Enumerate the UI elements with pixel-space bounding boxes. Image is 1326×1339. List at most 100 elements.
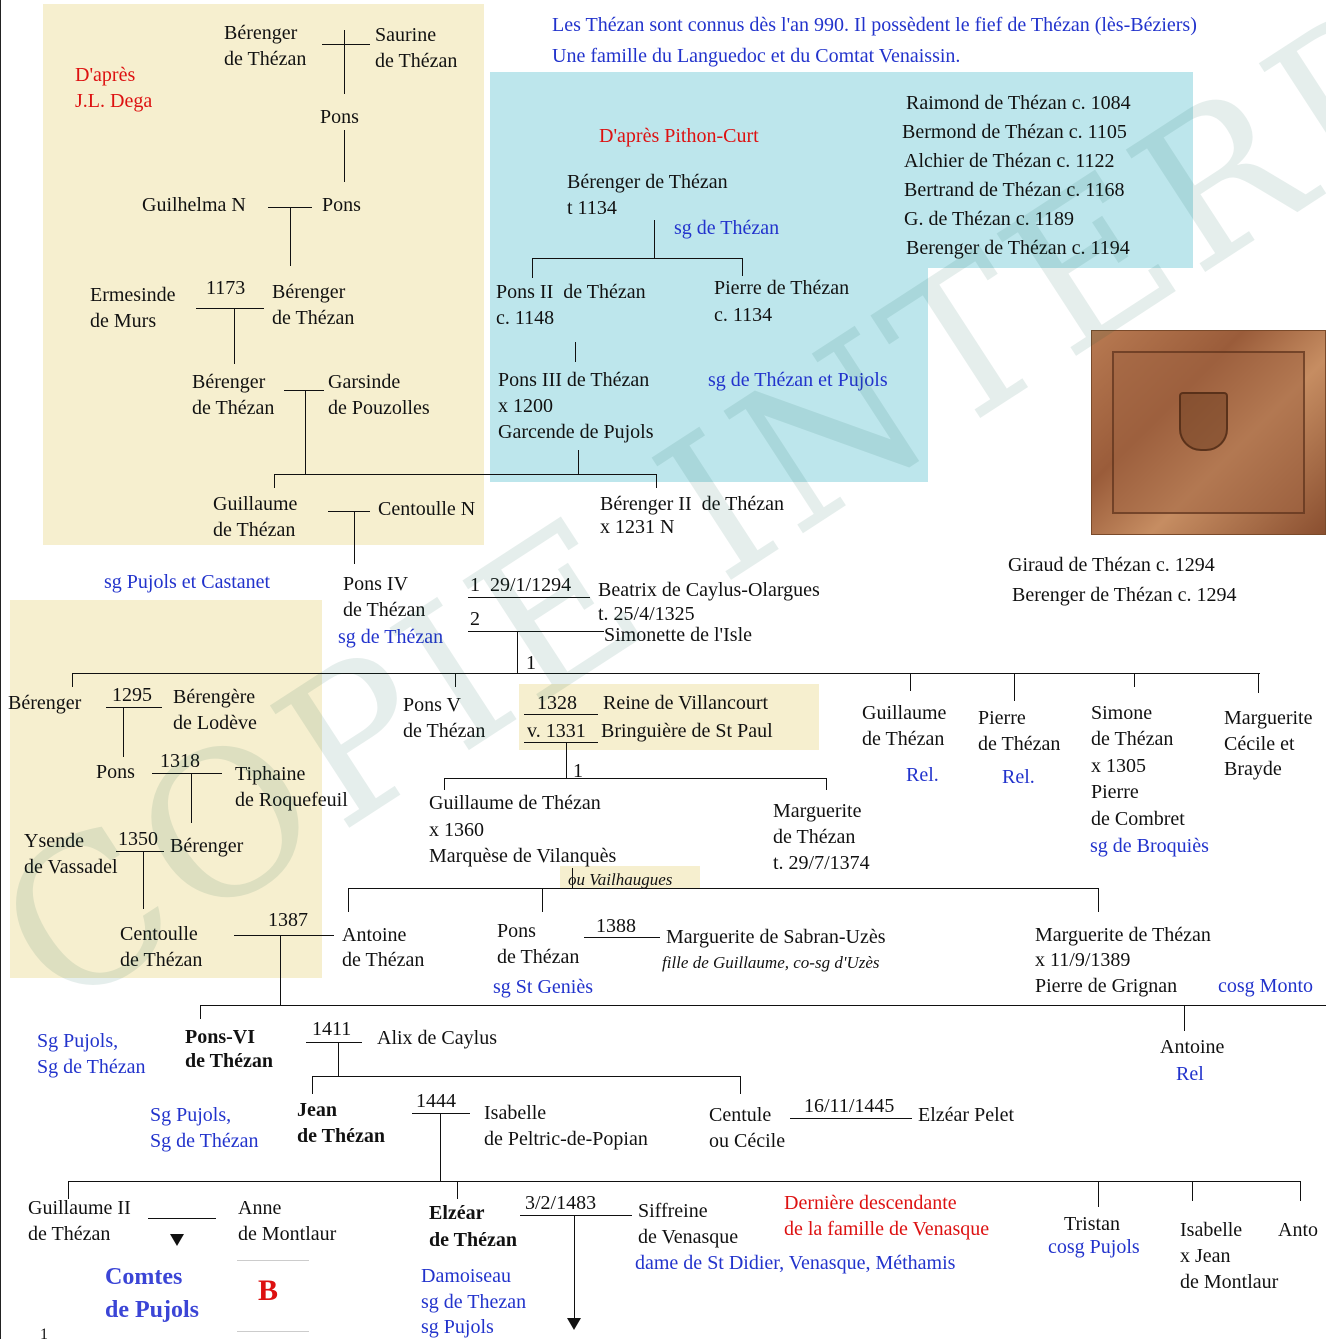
descent-line — [656, 474, 657, 488]
descent-line — [143, 851, 144, 909]
source-pithon: D'après Pithon-Curt — [599, 125, 759, 147]
note-derniere: Dernière descendante — [784, 1192, 957, 1214]
person-antoine-a: Antoine — [342, 924, 407, 946]
marriage-line — [790, 1118, 912, 1119]
person-berenger-ii: Bérenger II de Thézan — [600, 493, 784, 515]
person-marguerite-sabran: Marguerite de Sabran-Uzès — [666, 926, 886, 948]
cyan-item-1: Raimond de Thézan c. 1084 — [906, 92, 1131, 114]
person-pons-v: Pons V — [403, 694, 461, 716]
descent-line — [575, 342, 576, 362]
descent-line — [312, 1076, 313, 1094]
person-centoulle-1387-2: de Thézan — [120, 949, 203, 971]
branch-letter: B — [258, 1274, 279, 1307]
descent-line — [274, 474, 275, 488]
lordship-label: Sg de Thézan — [150, 1130, 259, 1152]
person-berenger-c-2: de Thézan — [192, 397, 275, 419]
pithon-panel-top — [490, 72, 1193, 268]
descent-line — [354, 512, 355, 564]
descent-line — [1014, 673, 1015, 701]
descent-line — [191, 773, 192, 823]
marriage-line — [284, 390, 324, 391]
sibling-line — [444, 778, 826, 779]
descent-line — [742, 258, 743, 276]
cyan-item-6: Berenger de Thézan c. 1194 — [906, 237, 1130, 259]
marriage-line — [234, 935, 334, 936]
person-pons-iv: Pons IV — [343, 573, 409, 595]
descent-line — [305, 390, 306, 474]
descent-line — [444, 778, 445, 790]
marriage-line — [106, 707, 162, 708]
person-beatrix-2: t. 25/4/1325 — [598, 603, 695, 625]
person-siffreine: Siffreine — [638, 1200, 708, 1222]
person-berengere-2: de Lodève — [173, 712, 257, 734]
person-centule: Centule — [709, 1104, 772, 1126]
person-guillaume-1360-3: Marquèse de Vilanquès — [429, 845, 617, 867]
descent-line — [740, 1076, 741, 1094]
person-berengere: Bérengère — [173, 686, 256, 708]
person-centule-2: ou Cécile — [709, 1130, 786, 1152]
person-jean-2: de Thézan — [297, 1125, 385, 1147]
person-giraud: Giraud de Thézan c. 1294 — [1008, 554, 1215, 576]
person-centoulle-1387: Centoulle — [120, 923, 198, 945]
person-pons-iv-2: de Thézan — [343, 599, 426, 621]
person-pons-iii-2: x 1200 — [498, 395, 553, 417]
reine-highlight — [519, 684, 819, 750]
person-tiphaine-2: de Roquefeuil — [235, 789, 348, 811]
religious-label: Rel. — [1002, 766, 1035, 788]
source-dega-1: D'après — [75, 64, 136, 86]
year-1350: 1350 — [118, 828, 158, 850]
person-pons-v-2: de Thézan — [403, 720, 486, 742]
person-berenger-c: Bérenger — [192, 371, 266, 393]
person-berenger-1350: Bérenger — [170, 835, 244, 857]
descent-line — [517, 631, 518, 673]
person-simone: Simone — [1091, 702, 1153, 724]
lordship-label: cosg Monto — [1218, 975, 1313, 997]
header-line-1: Les Thézan sont connus dès l'an 990. Il … — [552, 14, 1197, 36]
person-isabelle-p-2: de Peltric-de-Popian — [484, 1128, 648, 1150]
person-reine-2: Bringuière de St Paul — [601, 720, 773, 742]
marriage-line — [116, 851, 164, 852]
person-simone-4: Pierre — [1091, 781, 1139, 803]
person-guillaume-1360-2: x 1360 — [429, 819, 484, 841]
year-1295: 1295 — [112, 684, 152, 706]
page-border — [0, 0, 1, 1339]
lordship-label: sg de Thézan — [674, 217, 780, 239]
cyan-item-5: G. de Thézan c. 1189 — [904, 208, 1074, 230]
person-guillaume-rel-2: de Thézan — [862, 728, 945, 750]
year-1387: 1387 — [268, 909, 308, 931]
lordship-label: sg St Geniès — [493, 976, 593, 998]
marriage-date: 1 29/1/1294 — [470, 574, 572, 596]
lordship-label: sg de Thézan — [338, 626, 444, 648]
person-berenger-top-2: de Thézan — [224, 48, 307, 70]
lordship-label: Sg Pujols, — [150, 1104, 232, 1126]
person-guillaume-a-2: de Thézan — [213, 519, 296, 541]
descent-line — [566, 742, 567, 778]
down-arrow-icon — [170, 1234, 184, 1246]
person-garsinde: Garsinde — [328, 371, 401, 393]
marriage-number: 1 — [526, 652, 536, 674]
descent-line — [338, 1042, 339, 1076]
person-marguerite-grignan: Marguerite de Thézan — [1035, 924, 1211, 946]
cyan-item-2: Bermond de Thézan c. 1105 — [902, 121, 1127, 143]
source-dega-2: J.L. Dega — [75, 90, 153, 112]
descent-line — [234, 308, 235, 364]
person-isabelle-m: Isabelle — [1180, 1219, 1243, 1241]
descent-line — [457, 1181, 458, 1199]
person-marguerite-grignan-3: Pierre de Grignan — [1035, 975, 1178, 997]
descent-line — [542, 888, 543, 912]
person-tiphaine: Tiphaine — [235, 763, 306, 785]
alt-name-note: ou Vailhaugues — [568, 870, 673, 889]
branch-title-2: de Pujols — [105, 1297, 200, 1323]
marriage-number: 2 — [470, 608, 480, 630]
branch-b-box — [237, 1260, 309, 1332]
marriage-line — [196, 308, 264, 309]
cyan-item-4: Bertrand de Thézan c. 1168 — [904, 179, 1125, 201]
person-marguerite-1374: Marguerite — [773, 800, 862, 822]
descent-line — [280, 935, 281, 1005]
lordship-label: cosg Pujols — [1048, 1236, 1140, 1258]
sibling-line — [312, 1076, 740, 1077]
year-1331: v. 1331 — [527, 720, 586, 742]
person-ysende-2: de Vassadel — [24, 856, 118, 878]
descent-line — [344, 130, 345, 182]
